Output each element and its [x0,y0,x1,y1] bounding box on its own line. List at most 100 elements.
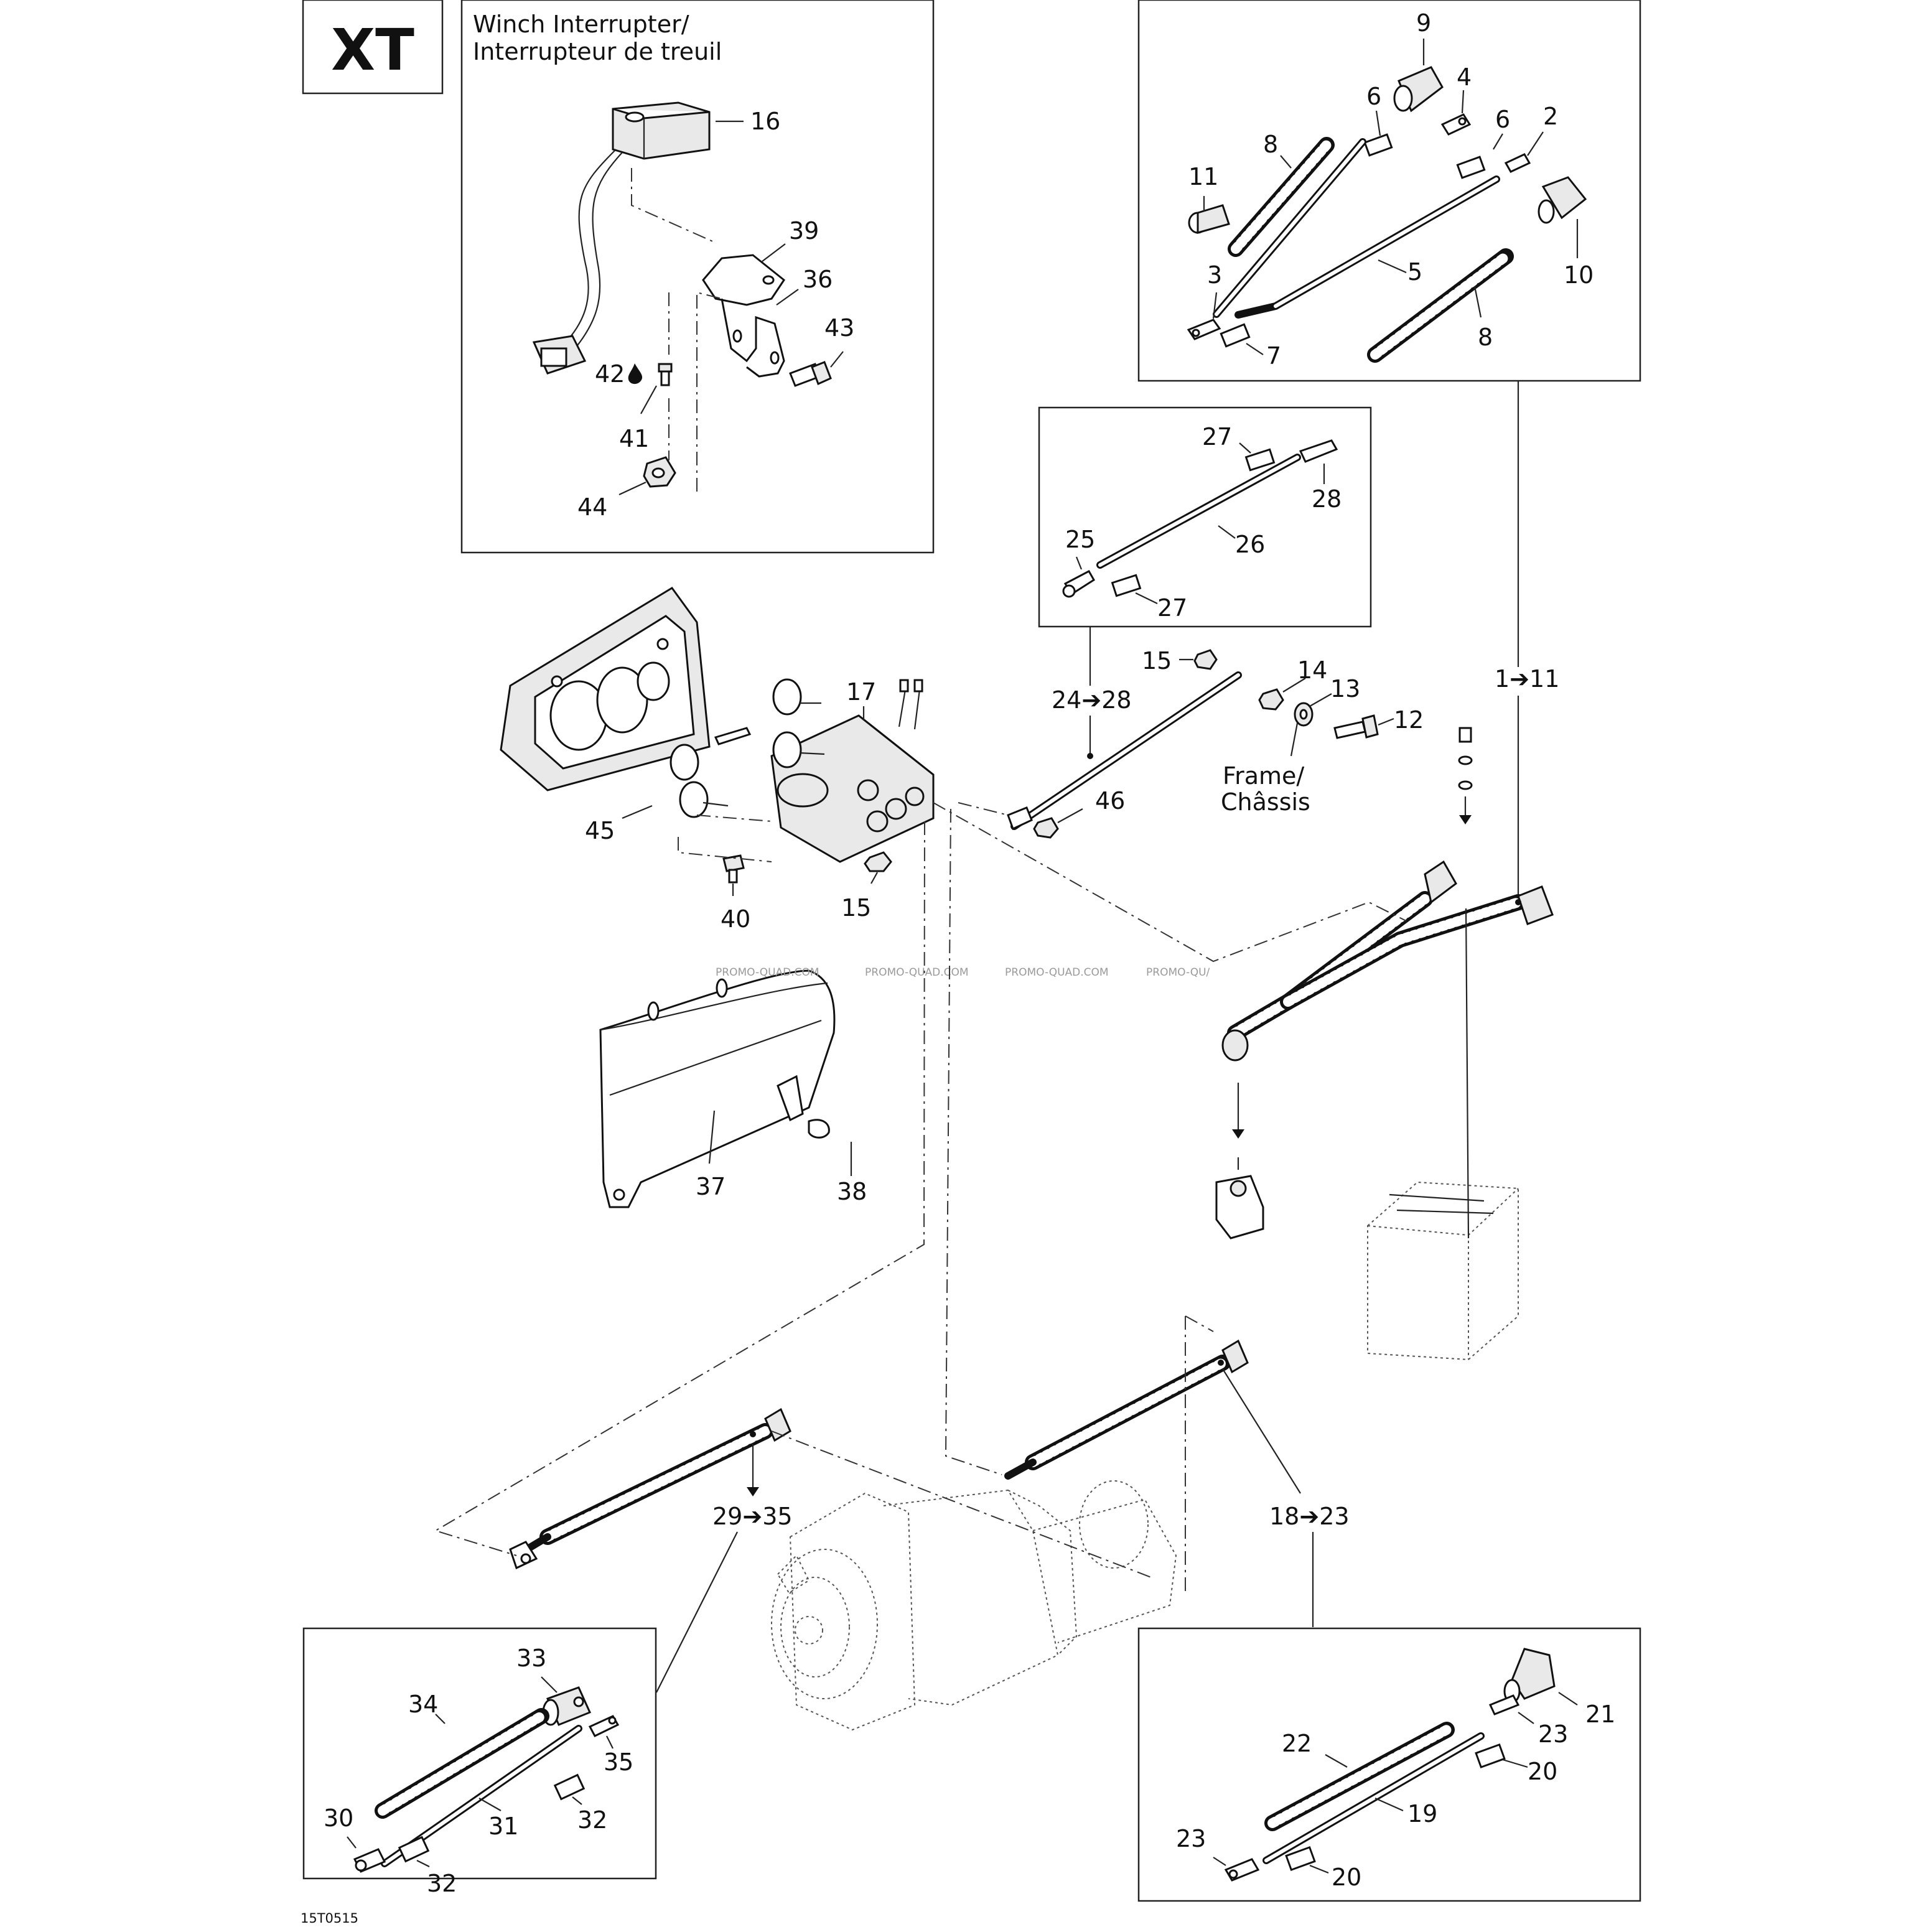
callout-40: 40 [721,905,750,933]
callout-12: 12 [1394,706,1424,734]
callout-8b: 8 [1478,324,1493,351]
callout-21: 21 [1585,1701,1615,1728]
callout-17: 17 [846,678,876,706]
washer-13 [1294,702,1314,727]
callout-15b: 15 [841,894,871,922]
callout-44: 44 [577,493,607,521]
cable-29-35-installed [509,1407,791,1570]
callout-27a: 27 [1202,423,1232,450]
callout-46: 46 [1095,787,1125,814]
callout-33: 33 [516,1645,546,1672]
rubber-mount-45 [670,678,825,818]
callout-15a: 15 [1142,647,1172,674]
callout-2: 2 [1543,103,1558,130]
ring-terminal-2 [1504,153,1531,173]
bolt-12 [1333,714,1379,739]
drawing-code: 15T0515 [301,1911,358,1926]
solenoid-cable-panel: 27 28 26 25 27 24➔28 [1038,406,1372,756]
callout-10: 10 [1564,261,1594,289]
callout-19: 19 [1407,1800,1437,1827]
callout-38: 38 [837,1178,867,1205]
callout-36: 36 [803,266,833,293]
callout-30: 30 [324,1804,353,1832]
callout-9: 9 [1416,9,1431,37]
callout-27b: 27 [1157,594,1187,622]
nut-44 [643,456,676,488]
boot-21 [1503,1648,1556,1704]
terminal-23b [1224,1858,1260,1882]
callout-28: 28 [1312,485,1342,513]
watermark-1: PROMO-QUAD.COM [716,966,819,979]
sleeve-32b [398,1836,430,1863]
threadlocker-drop-icon [628,363,643,385]
callout-45: 45 [585,817,615,844]
interrupter-switch [532,101,711,375]
winch-interrupter-title-2: Interrupteur de treuil [473,38,722,65]
cable-boot-10 [1538,176,1587,224]
terminal-23a [1488,1694,1520,1715]
model-tag-box [302,0,444,95]
callout-5: 5 [1407,258,1422,286]
range-24-28: 24➔28 [1052,686,1132,714]
nut-46 [1033,817,1059,839]
sleeve-7 [1220,323,1251,348]
callout-32b: 32 [427,1870,457,1897]
callout-4: 4 [1457,63,1472,91]
callout-14: 14 [1297,656,1327,684]
callout-7: 7 [1266,342,1281,370]
callout-13: 13 [1330,675,1360,702]
boot-33 [542,1686,592,1726]
y-cable-5 [1213,138,1500,319]
sleeve-6b [1456,156,1486,179]
sleeve-20a [1475,1743,1506,1769]
callout-41: 41 [619,425,649,452]
ring-terminal-3 [1187,319,1221,340]
nut-14 [1258,688,1284,711]
callout-23a: 23 [1538,1720,1568,1748]
sleeve-32a [553,1773,586,1801]
range-29-35: 29➔35 [712,1503,793,1530]
range-1-11: 1➔11 [1495,665,1559,693]
screw-washers [1458,727,1473,824]
model-tag: XT [331,17,414,83]
callout-43: 43 [824,314,854,342]
conduit-22 [1264,1722,1455,1831]
sleeve-6a [1363,133,1393,157]
battery-cable-panel: 9 4 6 6 2 10 8 [1137,0,1641,902]
callout-20a: 20 [1528,1758,1557,1785]
interrupter-bracket [702,254,786,378]
winch-cover-37 [599,969,836,1208]
callout-16: 16 [750,108,780,135]
callout-42: 42 [595,360,625,388]
callout-23b: 23 [1176,1825,1206,1852]
cable-26 [1096,454,1301,569]
callout-26: 26 [1235,531,1265,558]
sleeve-27b [1111,574,1142,597]
conduit-8-lower [1367,248,1514,363]
cable-boot-9 [1393,66,1444,113]
callout-25: 25 [1065,526,1095,553]
conduit-34 [375,1708,549,1819]
watermark-2: PROMO-QUAD.COM [865,966,969,979]
ring-terminal-25 [1062,569,1096,598]
winch-motor [771,1480,1177,1731]
sleeve-20b [1285,1846,1316,1872]
conduit-8-upper [1228,137,1335,257]
sleeve-27a [1244,448,1276,472]
callout-6b: 6 [1495,106,1510,133]
terminal-30 [353,1848,386,1873]
nut-15-lower [864,851,892,872]
clip-11 [1188,204,1230,234]
cable-18-23-installed [1004,1339,1249,1480]
solenoid-17 [770,679,935,863]
callout-3: 3 [1207,261,1222,289]
mounting-plate [500,587,711,791]
winch-interrupter-panel: Winch Interrupter/ Interrupteur de treui… [460,0,935,554]
frame-note-1: Frame/ [1223,762,1304,790]
callout-37: 37 [696,1173,726,1200]
ring-terminal-4 [1440,113,1472,136]
callout-11: 11 [1188,163,1218,190]
battery [1367,908,1519,1361]
watermark-4: PROMO-QU/ [1146,966,1210,979]
